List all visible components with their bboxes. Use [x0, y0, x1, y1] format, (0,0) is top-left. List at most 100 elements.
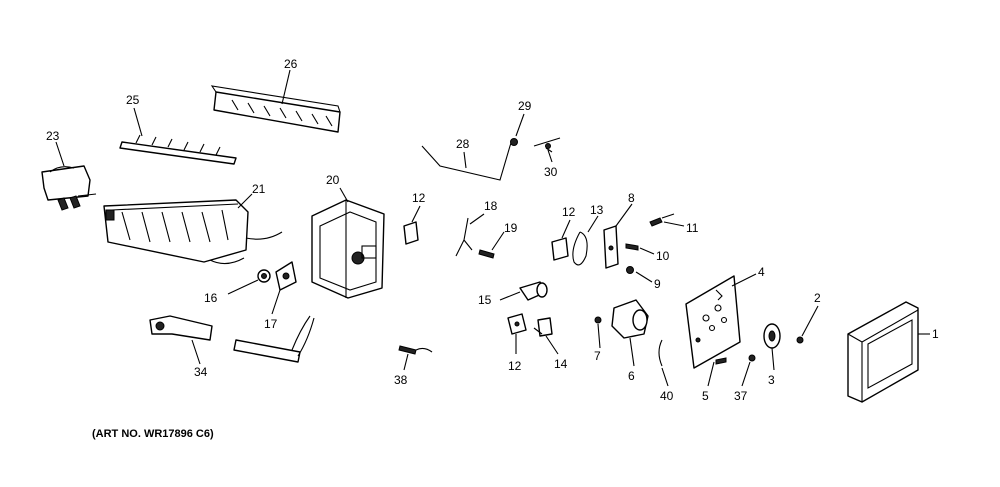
part-34-fill-tube	[149, 315, 213, 341]
label-8: 8	[628, 191, 635, 205]
part-13-spring	[572, 231, 588, 266]
leader-14	[545, 335, 559, 355]
leader-16	[227, 279, 259, 295]
leader-5	[707, 361, 715, 387]
part-17-cam	[275, 261, 297, 291]
part-38-wire	[398, 345, 433, 355]
label-40: 40	[660, 389, 674, 403]
part-16-gear	[257, 269, 271, 283]
part-heater-harness	[233, 315, 315, 363]
leader-15	[499, 291, 521, 301]
part-30-screw	[533, 137, 561, 153]
part-1-cover	[847, 301, 919, 403]
label-34: 34	[194, 365, 208, 379]
part-19-screw	[478, 249, 495, 259]
label-7: 7	[594, 349, 601, 363]
leader-13	[587, 215, 599, 233]
part-11-screw	[649, 213, 675, 227]
label-25: 25	[126, 93, 140, 107]
label-12-upper: 12	[412, 191, 426, 205]
part-4-plate	[685, 275, 741, 369]
part-25-ejector	[119, 134, 237, 165]
leader-19	[491, 231, 505, 251]
leader-18	[469, 213, 485, 225]
part-37-nut	[748, 354, 756, 362]
leader-20	[339, 187, 349, 203]
label-3: 3	[768, 373, 775, 387]
leader-3	[771, 347, 775, 371]
leader-40	[661, 367, 669, 387]
leader-28	[463, 151, 467, 169]
part-3-gear	[763, 323, 781, 349]
part-8-switch	[603, 225, 619, 269]
part-6-motor	[611, 299, 649, 339]
label-38: 38	[394, 373, 408, 387]
part-5-screw	[715, 357, 727, 365]
label-16: 16	[204, 291, 218, 305]
leader-9	[635, 271, 653, 283]
part-21-ice-mold	[103, 199, 283, 265]
label-23: 23	[46, 129, 60, 143]
leader-12b	[561, 219, 571, 239]
leader-34	[191, 339, 201, 365]
part-10-screw	[625, 243, 639, 251]
leader-30	[547, 149, 553, 163]
callout-labels: 26 25 23 21 20 16 17 34 28 29 30 12 18 1…	[46, 57, 939, 403]
part-14-clip	[533, 317, 553, 337]
part-26-bar	[210, 85, 341, 133]
leader-7	[597, 323, 601, 349]
label-6: 6	[628, 369, 635, 383]
part-12-lower	[507, 313, 527, 335]
label-4: 4	[758, 265, 765, 279]
leader-17	[271, 289, 281, 315]
leader-10	[639, 247, 655, 255]
label-30: 30	[544, 165, 558, 179]
part-9-nut	[626, 266, 634, 274]
part-7-screw	[594, 316, 602, 324]
label-15: 15	[478, 293, 492, 307]
part-20-housing	[311, 199, 385, 299]
leader-8	[615, 203, 633, 227]
label-12-lower: 12	[508, 359, 522, 373]
leader-4	[731, 273, 757, 287]
leader-26	[281, 69, 291, 105]
label-10: 10	[656, 249, 670, 263]
leader-29	[515, 113, 525, 137]
label-19: 19	[504, 221, 518, 235]
part-15-valve	[519, 281, 548, 301]
part-18-bracket	[455, 217, 473, 257]
label-26: 26	[284, 57, 298, 71]
label-14: 14	[554, 357, 568, 371]
part-12-middle	[551, 237, 569, 261]
part-29-nut	[510, 138, 518, 146]
leader-38	[403, 353, 409, 371]
label-1: 1	[932, 327, 939, 341]
leader-2	[801, 305, 819, 337]
label-11: 11	[686, 221, 699, 235]
part-2-screw	[796, 336, 804, 344]
leader-11	[663, 221, 685, 227]
label-20: 20	[326, 173, 340, 187]
label-9: 9	[654, 277, 661, 291]
leader-23	[55, 141, 65, 167]
leader-21	[237, 193, 253, 209]
label-5: 5	[702, 389, 709, 403]
leader-12a	[411, 205, 421, 223]
art-number-caption: (ART NO. WR17896 C6)	[92, 428, 214, 440]
label-13: 13	[590, 203, 604, 217]
label-28: 28	[456, 137, 470, 151]
part-12-upper	[403, 221, 419, 245]
leader-37	[741, 361, 751, 387]
label-21: 21	[252, 182, 266, 196]
label-17: 17	[264, 317, 278, 331]
label-18: 18	[484, 199, 498, 213]
label-12-middle: 12	[562, 205, 576, 219]
label-37: 37	[734, 389, 748, 403]
part-23-solenoid	[41, 165, 97, 211]
label-2: 2	[814, 291, 821, 305]
leader-6	[629, 337, 635, 367]
leader-25	[133, 107, 143, 137]
part-40-wire	[658, 339, 663, 367]
label-29: 29	[518, 99, 532, 113]
